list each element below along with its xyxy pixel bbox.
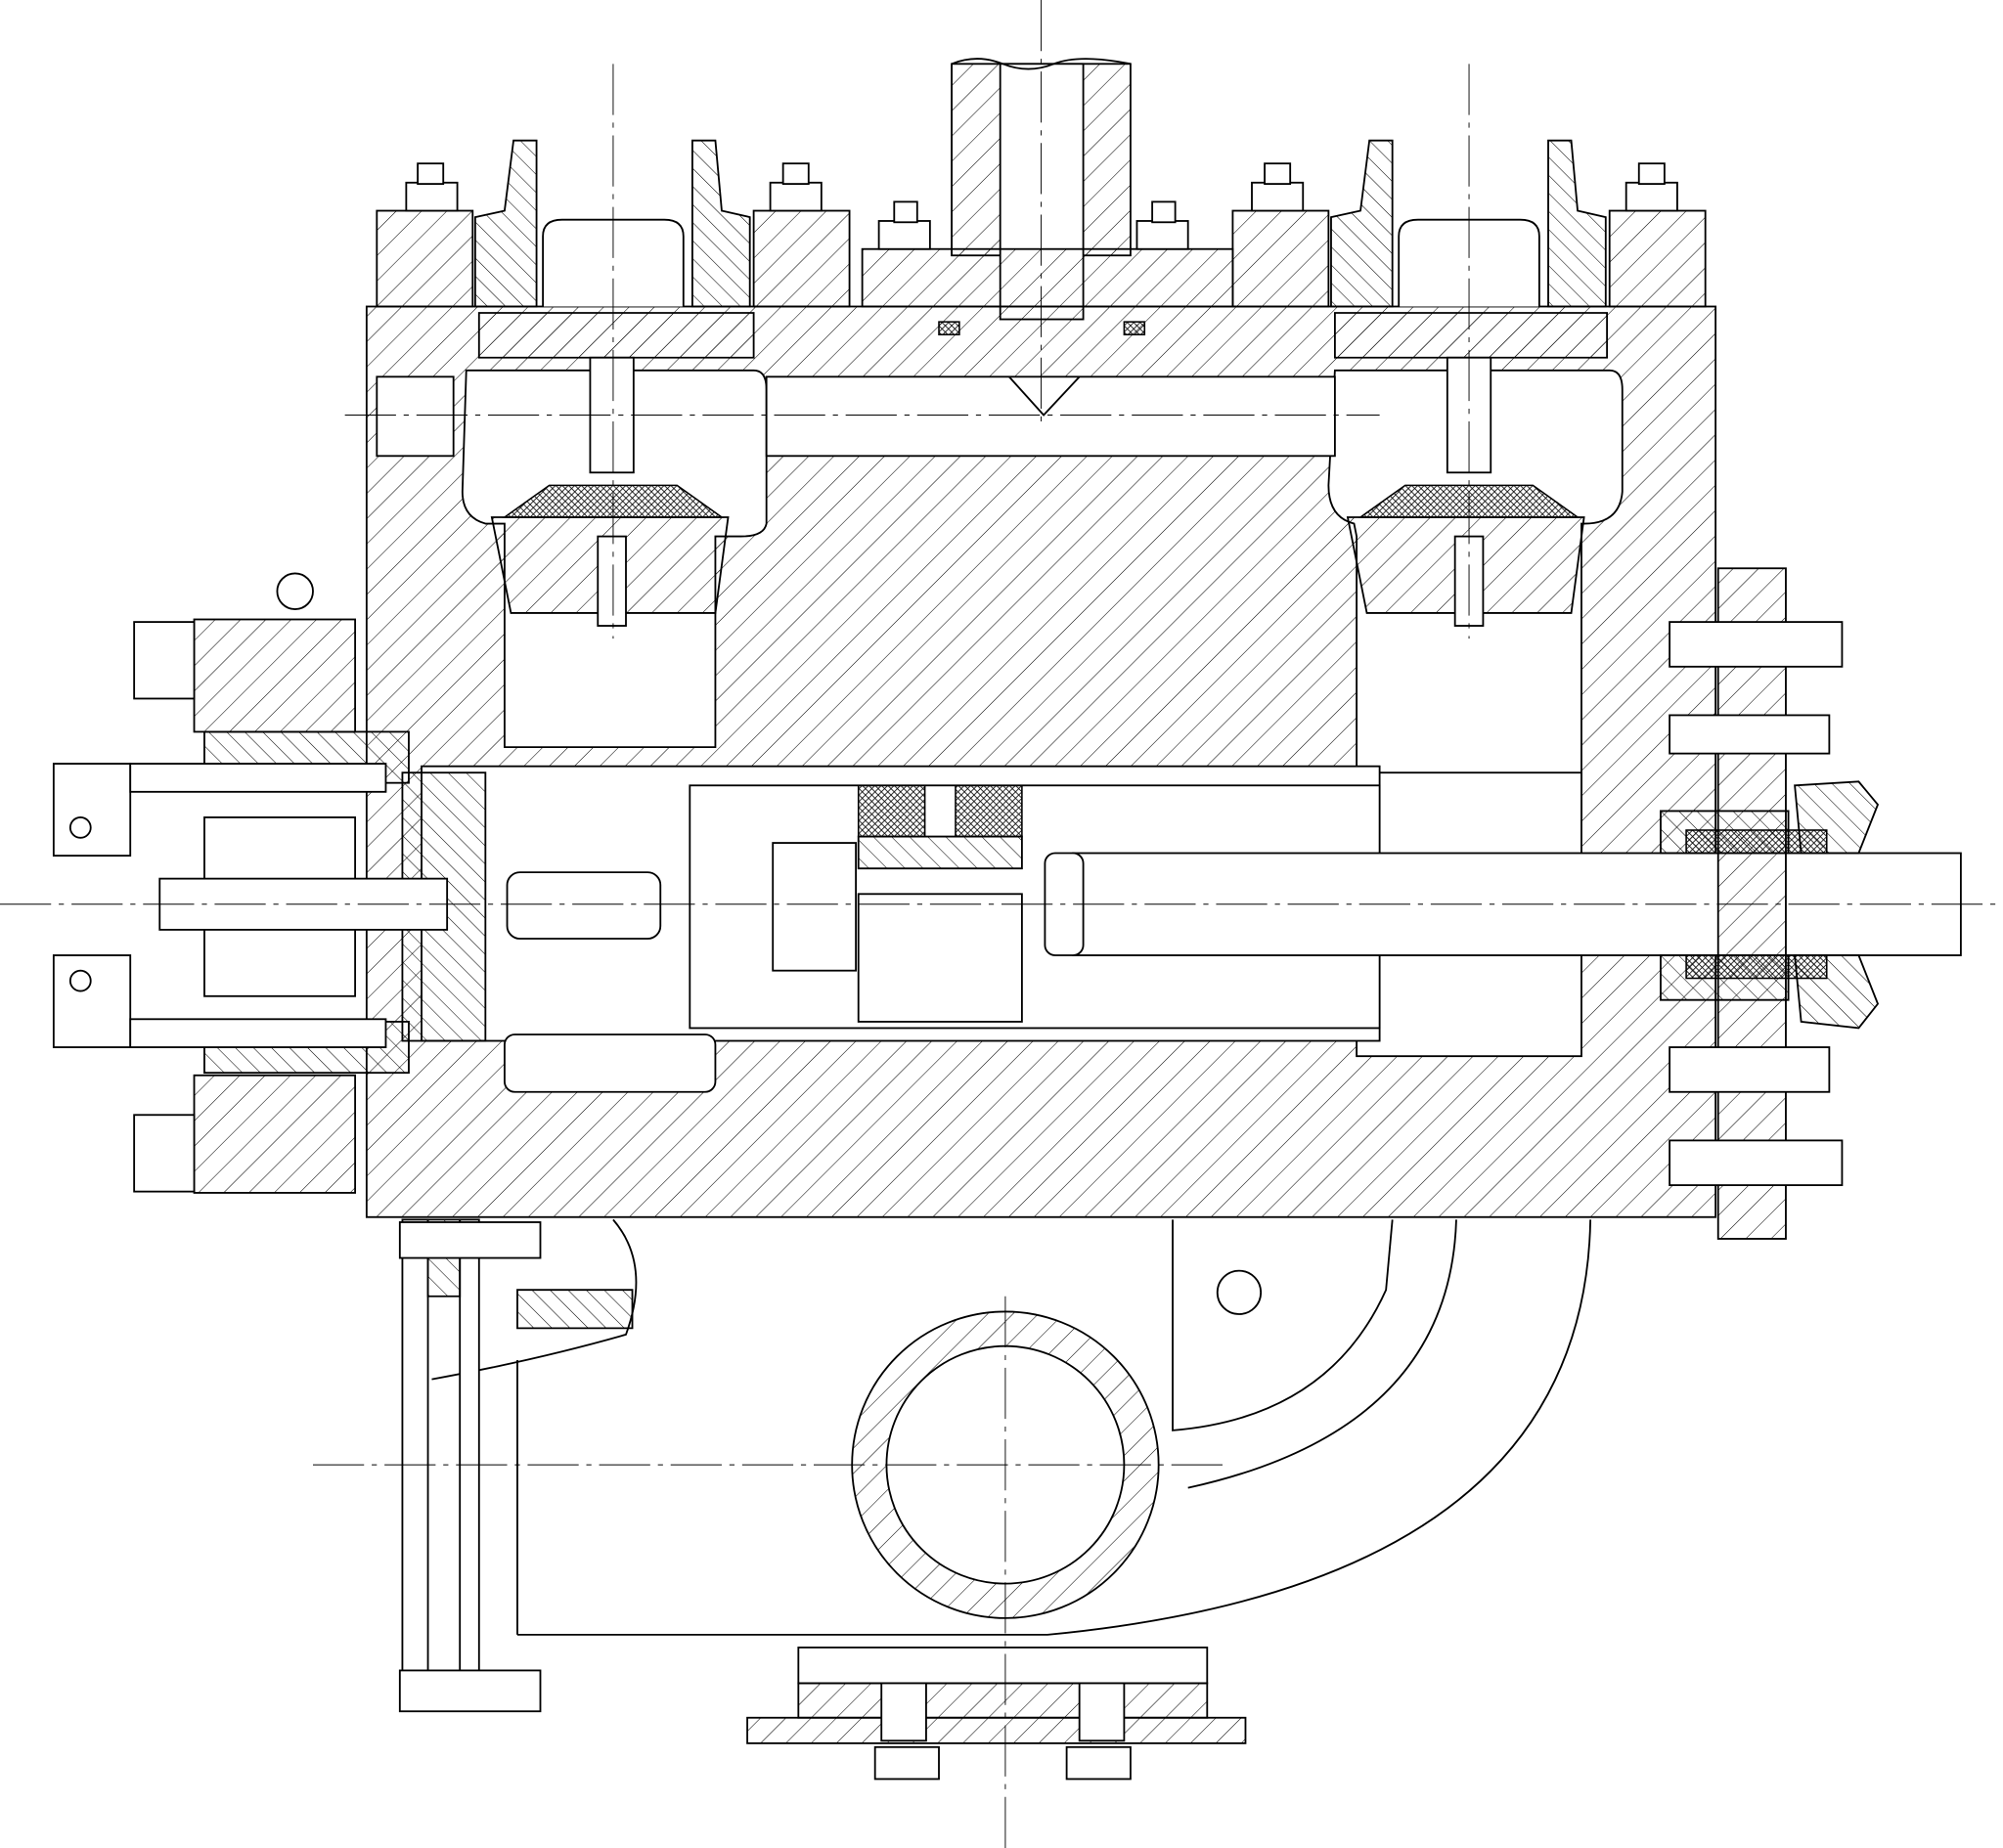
right-bolts	[1669, 621, 1844, 1187]
suction-valve-left	[490, 356, 730, 627]
cylinder-body	[365, 305, 1717, 1218]
left-cylinder-head	[52, 572, 449, 1194]
frame-support	[398, 1218, 1592, 1713]
base-plate	[746, 1647, 1247, 1781]
rod-flange	[861, 200, 1234, 336]
valve-cover-left	[376, 139, 851, 359]
right-gland-flange	[1660, 567, 1880, 1240]
